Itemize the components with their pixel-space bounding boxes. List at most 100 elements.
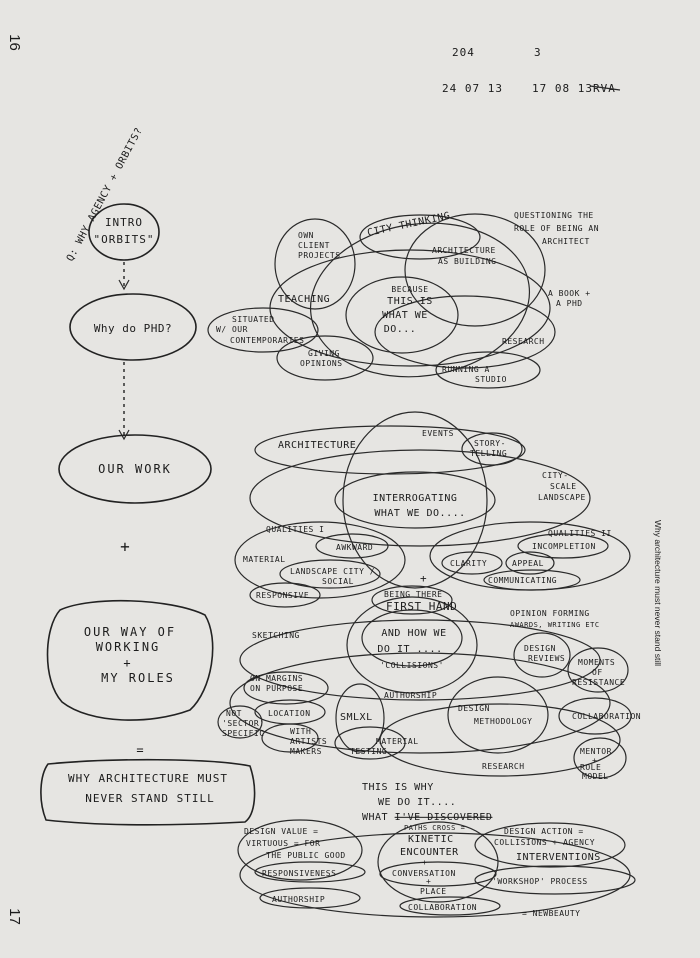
mid-plus: + — [420, 572, 428, 585]
scribble-loop — [346, 596, 478, 694]
scribble-loop — [461, 432, 523, 466]
scribble-loop — [359, 214, 481, 260]
scribble-loop — [361, 609, 463, 667]
design-value-3: THE PUBLIC GOOD — [266, 851, 346, 860]
responsiveness-label: RESPONSIVENESS — [262, 869, 336, 878]
giving-2: OPINIONS — [300, 359, 343, 368]
resist-2: OF — [592, 668, 603, 677]
question-role-2: ROLE OF BEING AN — [514, 224, 599, 233]
artists-1: WITH — [290, 727, 311, 736]
scribble-loop — [447, 676, 549, 754]
own-client-2: CLIENT — [298, 241, 330, 250]
scribble-loop — [399, 896, 501, 916]
conclusion-box — [40, 758, 256, 826]
scribble-loop — [505, 551, 555, 575]
situated-2: W/ OUR — [216, 325, 248, 334]
conversation-label: CONVERSATION — [392, 869, 456, 878]
not-1: NOT — [226, 709, 242, 718]
design-value-2: VIRTUOUS = FOR — [246, 839, 320, 848]
own-client-3: PROJECTS — [298, 251, 341, 260]
being-1: BEING THERE — [384, 590, 442, 599]
scribble-loop — [513, 632, 571, 678]
story-2: TELLING — [470, 449, 507, 458]
book-phd-1: A BOOK + — [548, 289, 591, 298]
artists-2: ARTISTS — [290, 737, 327, 746]
scribble-loop — [517, 533, 609, 559]
review-1: DESIGN — [524, 644, 556, 653]
scribble-loop — [345, 276, 459, 354]
action-3: INTERVENTIONS — [516, 852, 601, 863]
city-scale-3: LANDSCAPE — [538, 493, 586, 502]
way-of-working-bubble — [46, 599, 214, 721]
intro-line-1: INTRO — [105, 216, 143, 229]
plus-sign: + — [120, 537, 132, 556]
discovered-prefix: WHAT — [362, 812, 395, 823]
why-phd-bubble — [69, 293, 197, 361]
paths-2: KINETIC — [408, 834, 454, 845]
question-role-3: ARCHITECT — [542, 237, 590, 246]
question-role-1: QUESTIONING THE — [514, 211, 594, 220]
conclusion-line-1: WHY ARCHITECTURE MUST — [68, 772, 228, 785]
how-1: AND HOW WE — [381, 628, 446, 639]
why-phd-label: Why do PHD? — [94, 322, 172, 335]
scribble-loop — [334, 726, 406, 760]
smlxl-label: SMLXL — [340, 712, 373, 723]
collisions-label: 'COLLISIONS' — [380, 661, 444, 670]
header-ref-b: 3 — [534, 46, 542, 59]
scribble-loop — [259, 887, 361, 909]
header-notes: 204 3 24 07 13 17 08 13 RVA — [442, 46, 621, 95]
awkward-label: AWKWARD — [336, 543, 373, 552]
scribble-loop — [254, 861, 366, 883]
bottom-collaboration-label: COLLABORATION — [408, 903, 477, 912]
city-scale-1: CITY- — [542, 471, 569, 480]
scribble-loop — [377, 821, 499, 903]
scribble-loop — [573, 737, 627, 779]
being-2: FIRST HAND — [386, 600, 457, 613]
interrogating-2: WHAT WE DO.... — [374, 508, 465, 519]
conclusion-line-2: NEVER STAND STILL — [85, 792, 215, 805]
initials-strike — [589, 85, 621, 91]
low-collaboration-label: COLLABORATION — [572, 712, 641, 721]
paths-plus: + — [422, 858, 427, 867]
way-line-1: OUR WAY OF — [84, 625, 176, 639]
newbeauty-label: = NEWBEAUTY — [522, 909, 580, 918]
this-why-1: THIS IS WHY — [362, 782, 434, 793]
cluster-bottom: THIS IS WHY WE DO IT.... WHAT I'VE DISCO… — [237, 782, 636, 918]
scribble-loop — [404, 213, 546, 327]
how-2: DO IT .... — [377, 644, 442, 655]
scribble-loop — [371, 585, 453, 615]
giving-1: GIVING — [308, 349, 340, 358]
sketching-label: SKETCHING — [252, 631, 300, 640]
workshop-label: 'WORKSHOP' PROCESS — [492, 877, 588, 886]
bottom-authorship-label: AUTHORSHIP — [272, 895, 325, 904]
our-work-label: OUR WORK — [98, 462, 172, 476]
material-label: MATERIAL — [243, 555, 286, 564]
because-1: BECAUSE — [391, 285, 428, 294]
method-2: METHODOLOGY — [474, 717, 532, 726]
scribble-loop — [279, 559, 381, 589]
arrow-1-icon — [118, 279, 130, 291]
architecture-label: ARCHITECTURE — [278, 440, 356, 451]
scribble-loop — [474, 865, 636, 895]
scribble-loop — [315, 533, 389, 559]
header-initials: RVA — [593, 82, 616, 95]
running-1: RUNNING A — [442, 365, 490, 374]
scribble-loop — [558, 697, 632, 735]
because-3: WHAT WE — [382, 310, 428, 321]
landscape-1: LANDSCAPE CITY / — [290, 567, 375, 576]
scribble-loop — [342, 411, 488, 589]
mentor-1: MENTOR — [580, 747, 612, 756]
equals-sign: = — [136, 743, 145, 757]
action-1: DESIGN ACTION = — [504, 827, 584, 836]
scribble-loop — [249, 582, 321, 608]
opinion-1: OPINION FORMING — [510, 609, 590, 618]
situated-3: CONTEMPORARIES — [230, 336, 304, 345]
scribble-loop — [274, 218, 356, 310]
low-research-label: RESEARCH — [482, 762, 525, 771]
paths-3: ENCOUNTER — [400, 847, 459, 858]
cluster-mid: ARCHITECTURE EVENTS STORY- TELLING CITY-… — [234, 411, 631, 608]
review-2: REVIEWS — [528, 654, 565, 663]
scribble-loop — [276, 335, 374, 381]
scribble-loop — [567, 647, 629, 693]
